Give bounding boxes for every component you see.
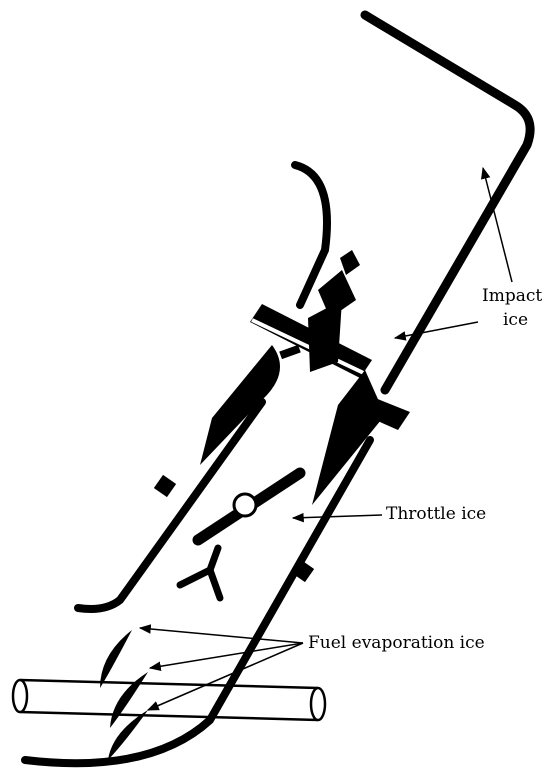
ice-deposit	[110, 672, 148, 728]
wall-tab	[154, 475, 176, 497]
idle-jet	[180, 548, 220, 598]
outer-duct-wall	[365, 15, 530, 390]
intake-pipe	[20, 680, 318, 720]
fuel-leader-1	[140, 628, 303, 643]
fuel-evaporation-ice-label: Fuel evaporation ice	[308, 633, 485, 653]
ice-deposit	[100, 630, 132, 688]
impact-leader-2	[395, 322, 478, 338]
nozzle-tip	[279, 345, 301, 359]
inner-duct-wall	[295, 165, 327, 305]
throttle-leader	[293, 515, 382, 518]
impact-ice-label-line2: ice	[503, 310, 528, 330]
fuel-leader-2	[150, 643, 303, 668]
throttle-shaft	[234, 494, 256, 516]
venturi-left	[200, 345, 280, 465]
impact-ice-label: Impact	[482, 286, 542, 306]
throttle-ice-label: Throttle ice	[386, 504, 486, 524]
